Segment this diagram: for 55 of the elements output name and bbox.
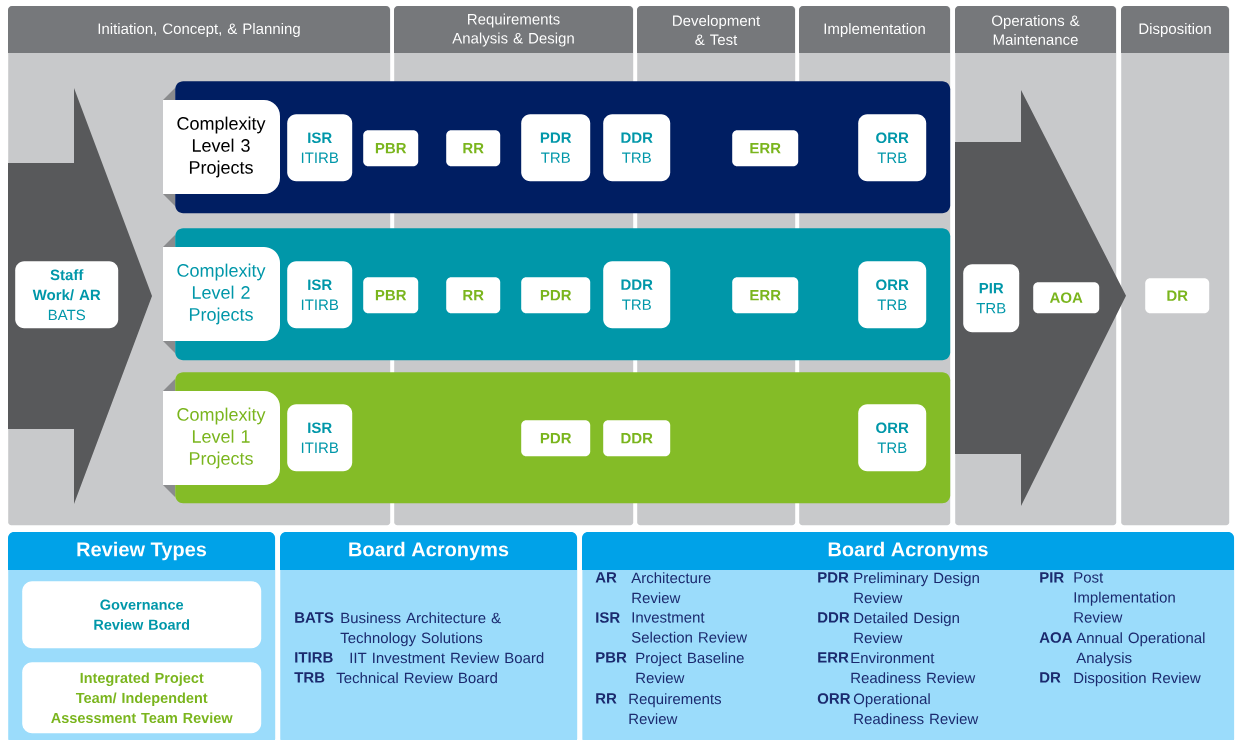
acronym: AOA bbox=[1039, 632, 1073, 643]
acronym: DR bbox=[1040, 672, 1061, 683]
acronym-definition: Architecture Review bbox=[631, 572, 711, 604]
acronym-definition: IIT Investment Review Board bbox=[350, 652, 544, 664]
acronym-definition: Business Architecture & Technology Solutions bbox=[340, 612, 501, 647]
acronym: ORR bbox=[817, 693, 851, 704]
acronym: ISR bbox=[596, 612, 620, 623]
review-tag: DR bbox=[1145, 278, 1210, 314]
review-box: ISR ITIRB bbox=[287, 261, 353, 329]
review-box: Staff Work/ AR BATS bbox=[15, 261, 119, 329]
review-box: ORR TRB bbox=[858, 114, 927, 182]
acronym-definition: Environment Readiness Review bbox=[851, 652, 976, 684]
acronym-definition: Preliminary Design Review bbox=[854, 572, 979, 604]
review-tag: PDR bbox=[521, 277, 591, 314]
acronym-definition: Operational Readiness Review bbox=[853, 693, 979, 725]
panel-heading: Board Acronyms bbox=[280, 532, 577, 570]
review-type-box: Governance Review Board bbox=[22, 581, 262, 649]
review-tag: ERR bbox=[732, 277, 799, 314]
acronym: RR bbox=[596, 693, 617, 704]
acronym: PIR bbox=[1040, 572, 1064, 583]
review-type-box: Integrated Project Team/ Independent Assessment Team Review bbox=[22, 662, 262, 734]
review-tag: RR bbox=[446, 277, 501, 314]
acronym-definition: Requirements Review bbox=[629, 693, 721, 725]
review-tag: PDR bbox=[521, 420, 591, 457]
acronym: PDR bbox=[818, 572, 849, 583]
panel-heading: Review Types bbox=[8, 532, 275, 570]
acronym-definition: Detailed Design Review bbox=[854, 612, 959, 644]
review-box: ORR TRB bbox=[858, 261, 927, 329]
review-tag: AOA bbox=[1033, 282, 1100, 314]
panel-heading: Board Acronyms bbox=[582, 532, 1234, 570]
acronym-definition: Annual Operational Analysis bbox=[1076, 632, 1205, 667]
review-tag: DDR bbox=[603, 420, 671, 457]
review-tag: RR bbox=[446, 130, 501, 167]
acronym-definition: Post Implementation Review bbox=[1074, 572, 1175, 623]
review-box: DDR TRB bbox=[603, 114, 671, 182]
acronym-definition: Investment Selection Review bbox=[631, 612, 748, 643]
review-tag: PBR bbox=[363, 277, 419, 314]
acronym-definition: Technical Review Board bbox=[336, 672, 497, 684]
review-box: PDR TRB bbox=[521, 114, 591, 182]
review-tag: PBR bbox=[363, 130, 419, 167]
review-box: ISR ITIRB bbox=[287, 114, 353, 182]
acronym: AR bbox=[595, 572, 617, 583]
acronym: ERR bbox=[818, 652, 849, 663]
acronym: BATS bbox=[295, 612, 334, 623]
review-box: ISR ITIRB bbox=[287, 404, 353, 472]
review-tag: ERR bbox=[732, 130, 799, 167]
review-box: ORR TRB bbox=[858, 404, 927, 472]
acronym: TRB bbox=[294, 672, 325, 683]
review-box: PIR TRB bbox=[963, 264, 1020, 333]
acronym-definition: Disposition Review bbox=[1074, 672, 1201, 687]
acronym: ITIRB bbox=[295, 652, 333, 663]
acronym: DDR bbox=[818, 612, 850, 623]
acronym-definition: Project Baseline Review bbox=[636, 652, 744, 684]
acronym: PBR bbox=[596, 652, 627, 663]
review-box: DDR TRB bbox=[603, 261, 671, 329]
